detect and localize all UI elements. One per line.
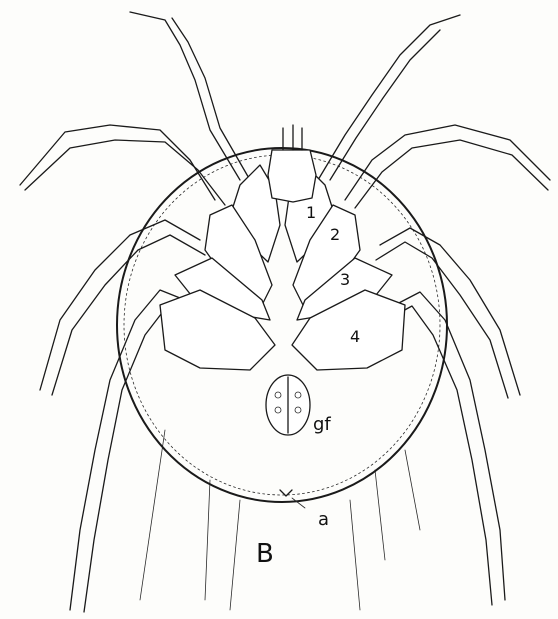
leg-II-right [345, 125, 550, 208]
leg-I-left [130, 12, 250, 180]
leg-II-left [20, 125, 225, 205]
label-coxa-4: 4 [350, 327, 360, 346]
genital-field [266, 375, 310, 435]
label-coxa-1: 1 [306, 203, 316, 222]
panel-label: B [256, 539, 274, 569]
gnathosoma [268, 125, 316, 202]
label-coxa-2: 2 [330, 225, 340, 244]
anus-mark [280, 490, 292, 496]
label-coxa-3: 3 [340, 270, 350, 289]
anus-leader [292, 498, 305, 508]
label-anus: a [318, 509, 329, 530]
leg-I-right [318, 15, 460, 180]
label-genital-field: gf [313, 414, 331, 435]
